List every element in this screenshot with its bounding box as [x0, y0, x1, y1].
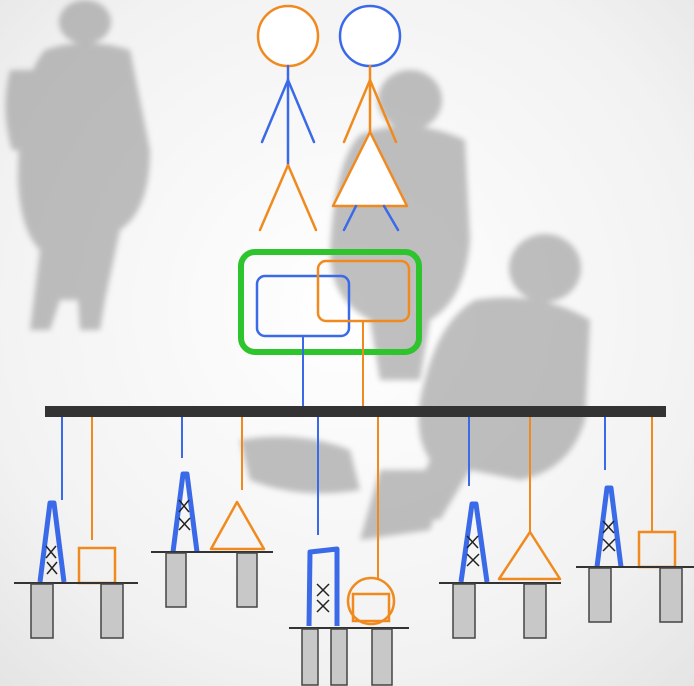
person-right [331, 4, 409, 232]
person-left-leg-right [286, 163, 318, 232]
person-left-arm-left [260, 78, 290, 144]
station-3-leg-1 [301, 628, 319, 686]
bus-bar [45, 406, 666, 417]
station-4-leg-left [452, 583, 476, 639]
station-1-leg-right [100, 583, 124, 639]
station-4-triangle-icon [497, 530, 562, 581]
shadow-figure-left [5, 0, 150, 330]
antenna-tower-icon [306, 546, 340, 627]
station-4-leg-right [523, 583, 547, 639]
antenna-tower-icon [594, 485, 624, 568]
person-right-leg-right [382, 204, 400, 232]
person-right-dress [331, 130, 409, 208]
station-4 [439, 417, 562, 639]
person-right-head [338, 4, 402, 68]
station-3-square-icon [351, 592, 391, 623]
person-right-leg-left [342, 204, 358, 232]
station-3-circle-icon [346, 576, 396, 626]
station-2-triangle-icon [209, 500, 266, 551]
person-left-leg-left [258, 163, 290, 232]
station-5-leg-right [659, 567, 683, 623]
station-3 [289, 417, 409, 686]
hub [238, 249, 422, 407]
antenna-tower-icon [37, 500, 67, 583]
antenna-tower-icon [170, 471, 200, 553]
person-left-arm-right [286, 78, 316, 144]
station-5 [576, 417, 694, 623]
shadow-lower [240, 436, 360, 494]
person-right-arm-left [342, 78, 372, 144]
person-right-arm-right [368, 78, 398, 144]
person-left [256, 4, 320, 232]
station-1 [14, 417, 138, 639]
person-left-head [256, 4, 320, 68]
station-2-leg-left [165, 552, 187, 608]
station-2-leg-right [236, 552, 258, 608]
station-2 [151, 417, 273, 608]
station-5-leg-left [588, 567, 612, 623]
station-1-leg-left [30, 583, 54, 639]
hub-frame [238, 249, 422, 355]
station-3-leg-3 [371, 628, 393, 686]
antenna-tower-icon [458, 501, 490, 583]
station-3-leg-2 [330, 628, 348, 686]
